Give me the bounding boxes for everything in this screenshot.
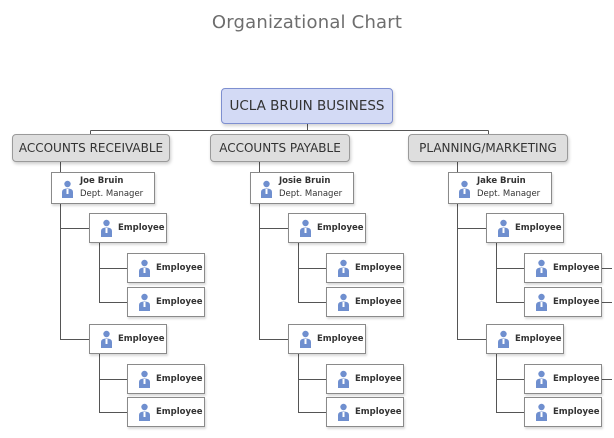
person-icon	[300, 330, 311, 348]
person-icon	[101, 219, 112, 237]
employee-node[interactable]: Employee	[524, 397, 602, 427]
employee-node[interactable]: Employee	[326, 253, 404, 283]
employee-label: Employee	[515, 334, 562, 344]
person-icon	[338, 403, 349, 421]
person-icon	[498, 330, 509, 348]
dept-accounts-payable[interactable]: ACCOUNTS PAYABLE	[210, 134, 350, 162]
employee-node[interactable]: Employee	[326, 287, 404, 317]
employee-label: Employee	[553, 374, 600, 384]
manager-node[interactable]: Jake Bruin Dept. Manager	[448, 172, 552, 204]
manager-name: Josie Bruin	[279, 176, 331, 186]
employee-node[interactable]: Employee	[524, 287, 602, 317]
employee-node[interactable]: Employee	[127, 364, 205, 394]
employee-node[interactable]: Employee	[288, 324, 366, 354]
manager-node[interactable]: Josie Bruin Dept. Manager	[250, 172, 354, 204]
employee-label: Employee	[355, 263, 402, 273]
employee-label: Employee	[156, 407, 203, 417]
employee-label: Employee	[317, 223, 364, 233]
employee-label: Employee	[118, 334, 165, 344]
person-icon	[338, 293, 349, 311]
person-icon	[139, 403, 150, 421]
dept-planning-marketing[interactable]: PLANNING/MARKETING	[408, 134, 568, 162]
person-icon	[498, 219, 509, 237]
employee-node[interactable]: Employee	[89, 324, 167, 354]
employee-label: Employee	[355, 297, 402, 307]
person-icon	[62, 180, 73, 198]
chart-title: Organizational Chart	[211, 12, 403, 33]
employee-label: Employee	[317, 334, 364, 344]
employee-label: Employee	[156, 297, 203, 307]
employee-node[interactable]: Employee	[89, 213, 167, 243]
manager-role: Dept. Manager	[477, 189, 541, 199]
employee-node[interactable]: Employee	[486, 324, 564, 354]
employee-node[interactable]: Employee	[486, 213, 564, 243]
manager-name: Joe Bruin	[80, 176, 124, 186]
person-icon	[338, 370, 349, 388]
employee-node[interactable]: Employee	[326, 364, 404, 394]
dept-accounts-receivable[interactable]: ACCOUNTS RECEIVABLE	[12, 134, 170, 162]
manager-name: Jake Bruin	[477, 176, 526, 186]
person-icon	[139, 293, 150, 311]
person-icon	[300, 219, 311, 237]
employee-label: Employee	[553, 297, 600, 307]
person-icon	[536, 259, 547, 277]
employee-label: Employee	[553, 407, 600, 417]
person-icon	[459, 180, 470, 198]
employee-label: Employee	[553, 263, 600, 273]
employee-label: Employee	[156, 374, 203, 384]
employee-node[interactable]: Employee	[524, 364, 602, 394]
employee-node[interactable]: Employee	[524, 253, 602, 283]
employee-node[interactable]: Employee	[127, 397, 205, 427]
employee-label: Employee	[355, 374, 402, 384]
employee-label: Employee	[515, 223, 562, 233]
employee-node[interactable]: Employee	[127, 287, 205, 317]
person-icon	[139, 259, 150, 277]
person-icon	[101, 330, 112, 348]
person-icon	[338, 259, 349, 277]
employee-node[interactable]: Employee	[288, 213, 366, 243]
person-icon	[261, 180, 272, 198]
employee-node[interactable]: Employee	[326, 397, 404, 427]
employee-label: Employee	[355, 407, 402, 417]
manager-node[interactable]: Joe Bruin Dept. Manager	[51, 172, 155, 204]
employee-label: Employee	[118, 223, 165, 233]
manager-role: Dept. Manager	[80, 189, 144, 199]
manager-role: Dept. Manager	[279, 189, 343, 199]
employee-label: Employee	[156, 263, 203, 273]
person-icon	[536, 403, 547, 421]
root-node[interactable]: UCLA BRUIN BUSINESS	[221, 88, 393, 124]
person-icon	[139, 370, 150, 388]
person-icon	[536, 370, 547, 388]
employee-node[interactable]: Employee	[127, 253, 205, 283]
person-icon	[536, 293, 547, 311]
